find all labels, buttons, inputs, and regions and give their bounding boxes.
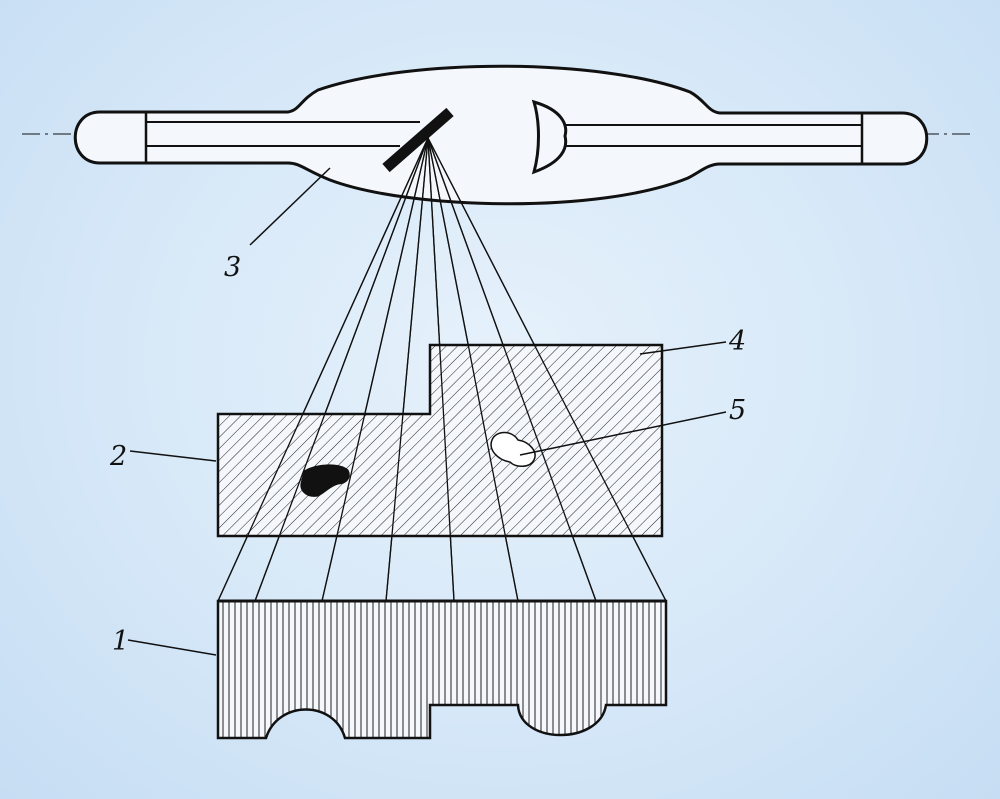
workpiece	[216, 343, 664, 538]
callout-4-label: 4	[728, 326, 746, 357]
dense-inclusion	[300, 464, 350, 497]
callout-3-label: 3	[224, 252, 241, 283]
callout-leaders	[127, 167, 727, 656]
anode-target	[382, 107, 454, 173]
xray-tube-envelope	[73, 64, 929, 206]
void-defect	[490, 431, 536, 467]
cathode-cup	[531, 99, 568, 175]
callout-2-label: 2	[109, 441, 127, 472]
callout-1-label: 1	[112, 626, 129, 657]
callout-5-label: 5	[729, 395, 746, 426]
detector-film	[216, 599, 668, 740]
